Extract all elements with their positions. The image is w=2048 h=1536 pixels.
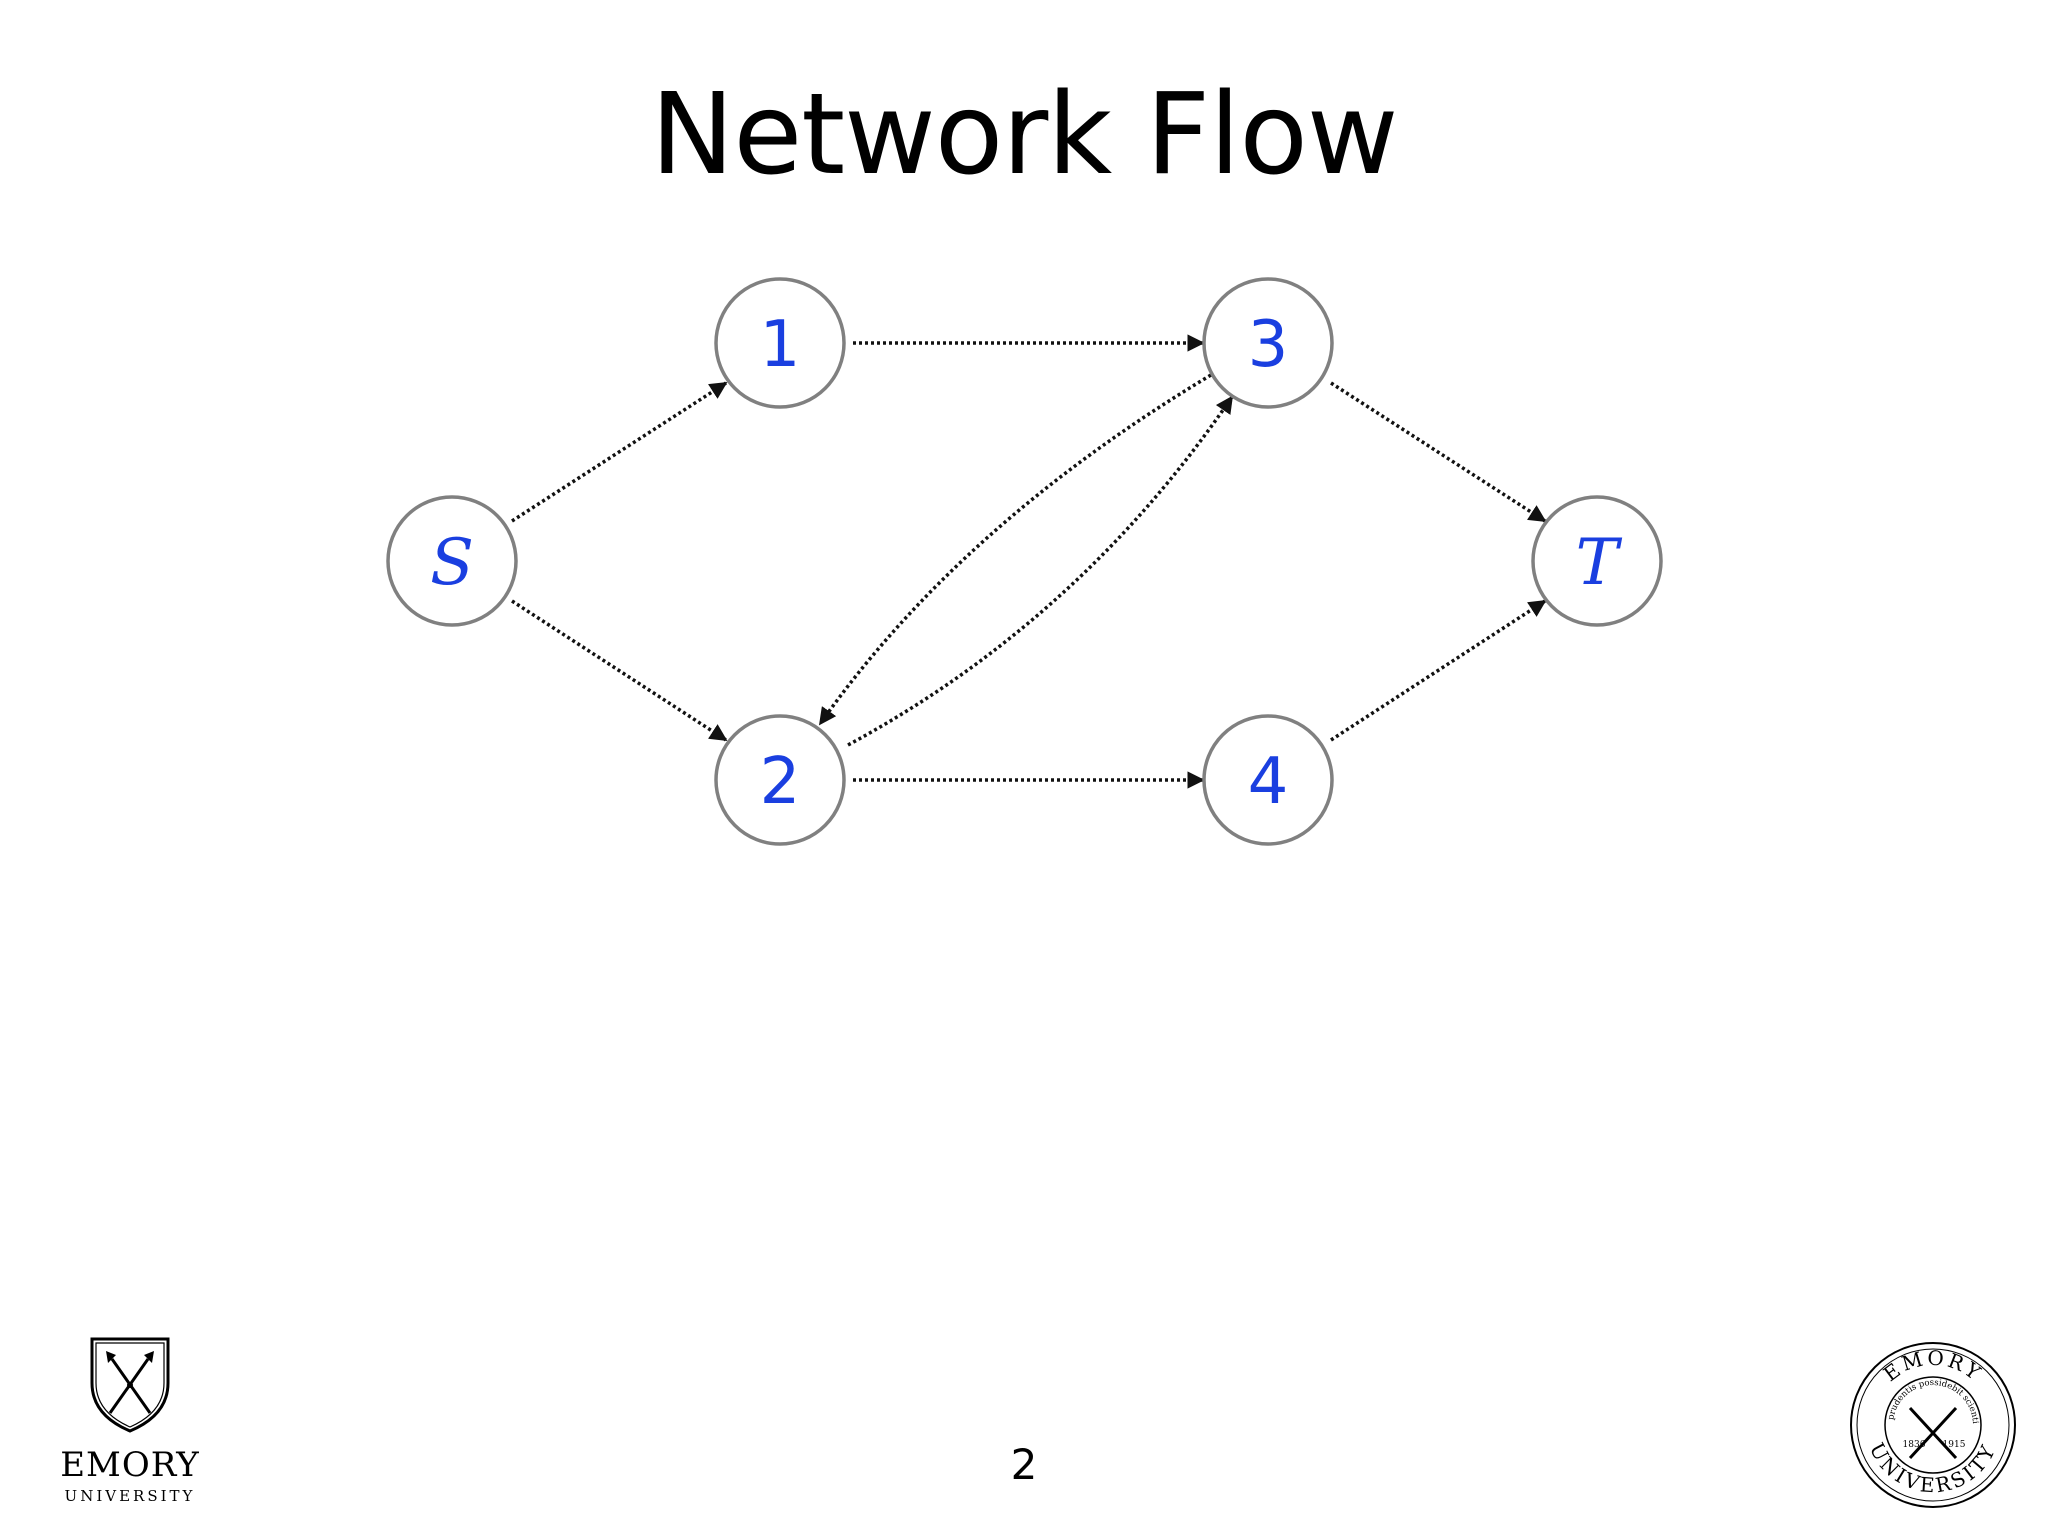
node-2: 2 bbox=[714, 714, 846, 846]
emory-shield-icon bbox=[90, 1337, 170, 1433]
university-wordmark: UNIVERSITY bbox=[64, 1487, 196, 1505]
emory-university-logo: EMORY UNIVERSITY bbox=[50, 1335, 210, 1515]
node-1: 1 bbox=[714, 277, 846, 409]
edge-s-1 bbox=[511, 381, 728, 523]
page-number: 2 bbox=[1010, 1440, 1038, 1489]
emory-wordmark: EMORY bbox=[60, 1445, 200, 1485]
node-s-label: S bbox=[430, 526, 474, 600]
seal-year-charter: 1915 bbox=[1943, 1440, 1966, 1450]
edge-2-3 bbox=[847, 395, 1234, 747]
node-3: 3 bbox=[1202, 277, 1334, 409]
slide-title: Network Flow bbox=[650, 70, 1399, 200]
emory-seal-icon: EMORY UNIVERSITY cor prudentis possidebi… bbox=[1848, 1340, 2016, 1508]
node-3-label: 3 bbox=[1248, 308, 1289, 382]
edge-3-2 bbox=[818, 373, 1212, 726]
node-4: 4 bbox=[1202, 714, 1334, 846]
seal-year-founded: 1836 bbox=[1903, 1440, 1926, 1450]
edge-4-t bbox=[1330, 599, 1547, 742]
edge-s-2 bbox=[511, 599, 728, 742]
node-2-label: 2 bbox=[760, 745, 801, 819]
node-1-label: 1 bbox=[760, 308, 801, 382]
node-4-label: 4 bbox=[1248, 745, 1289, 819]
edge-3-t bbox=[1330, 381, 1547, 523]
node-t-label: T bbox=[1576, 526, 1623, 600]
node-s: S bbox=[386, 495, 518, 627]
node-t: T bbox=[1531, 495, 1663, 627]
